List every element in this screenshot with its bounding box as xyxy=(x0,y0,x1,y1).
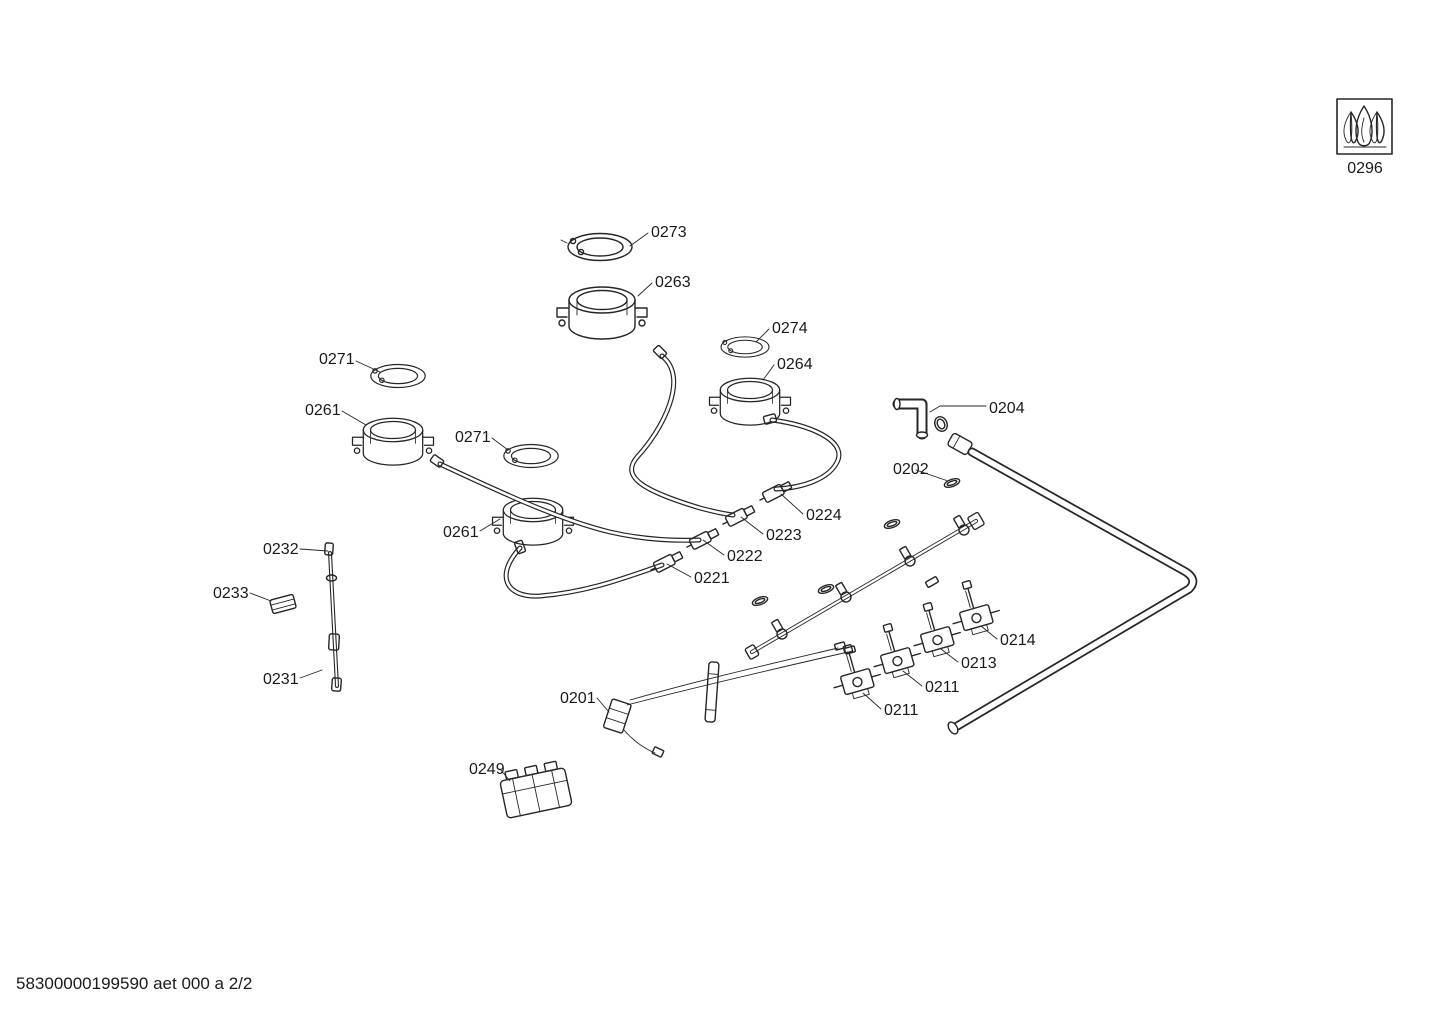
part-label-0223: 0223 xyxy=(766,527,802,544)
part-label-0263: 0263 xyxy=(655,274,691,291)
venturi-tubes xyxy=(429,344,842,599)
burner-ring-0274 xyxy=(720,336,770,358)
o-ring xyxy=(883,518,901,530)
part-label-0231: 0231 xyxy=(263,671,299,688)
part-label-0202: 0202 xyxy=(893,461,929,478)
part-label-0214: 0214 xyxy=(1000,632,1036,649)
part-label-0296: 0296 xyxy=(1347,160,1383,177)
part-label-0233: 0233 xyxy=(213,585,249,602)
burner-ring-0271-a xyxy=(370,363,426,389)
part-label-0271-b: 0271 xyxy=(455,429,491,446)
nozzle-0224 xyxy=(759,481,793,503)
part-label-0211-a: 0211 xyxy=(925,679,960,696)
bracket-strip xyxy=(704,661,720,723)
valve-0211-a xyxy=(873,622,921,679)
part-label-0204: 0204 xyxy=(989,400,1025,417)
part-label-0261-a: 0261 xyxy=(305,402,341,419)
nozzle-0221 xyxy=(650,551,684,573)
o-ring-0202 xyxy=(943,477,961,489)
leader-lines xyxy=(249,232,998,782)
burner-ring-0271-b xyxy=(503,443,559,469)
o-ring xyxy=(751,595,769,607)
part-label-0201: 0201 xyxy=(560,690,596,707)
valve-0214 xyxy=(952,579,1000,636)
igniter-end-0231 xyxy=(330,677,342,692)
part-label-0249: 0249 xyxy=(469,761,505,778)
switch-box-0249 xyxy=(499,760,573,819)
burner-housing-0264 xyxy=(708,377,792,426)
part-label-0211-b: 0211 xyxy=(884,702,919,719)
flame-icon xyxy=(1336,98,1393,155)
burner-ring-0273 xyxy=(560,232,633,262)
part-label-0232: 0232 xyxy=(263,541,299,558)
nozzle-0223 xyxy=(722,505,756,527)
part-label-0222: 0222 xyxy=(727,548,763,565)
valve-0213 xyxy=(913,601,961,658)
burner-housing-0263 xyxy=(556,286,648,340)
burner-housing-0261-a xyxy=(351,417,435,466)
nozzle-0222 xyxy=(686,528,720,550)
supply-pipe xyxy=(947,447,1198,735)
part-label-0264: 0264 xyxy=(777,356,813,373)
o-ring xyxy=(817,583,835,595)
part-label-0261-b: 0261 xyxy=(443,524,479,541)
part-label-0221: 0221 xyxy=(694,570,730,587)
part-label-0274: 0274 xyxy=(772,320,808,337)
part-label-0224: 0224 xyxy=(806,507,842,524)
part-label-0271-a: 0271 xyxy=(319,351,355,368)
part-label-0273: 0273 xyxy=(651,224,687,241)
document-code: 58300000199590 aet 000 a 2/2 xyxy=(16,974,253,993)
wiring-harness-0201 xyxy=(602,576,940,758)
valve-0211-b xyxy=(833,643,881,700)
manifold-rail xyxy=(744,511,985,660)
spark-plug-0232 xyxy=(324,542,342,692)
part-label-0213: 0213 xyxy=(961,655,997,672)
elbow-fitting-0204 xyxy=(892,397,973,456)
clip-0233 xyxy=(269,593,297,615)
